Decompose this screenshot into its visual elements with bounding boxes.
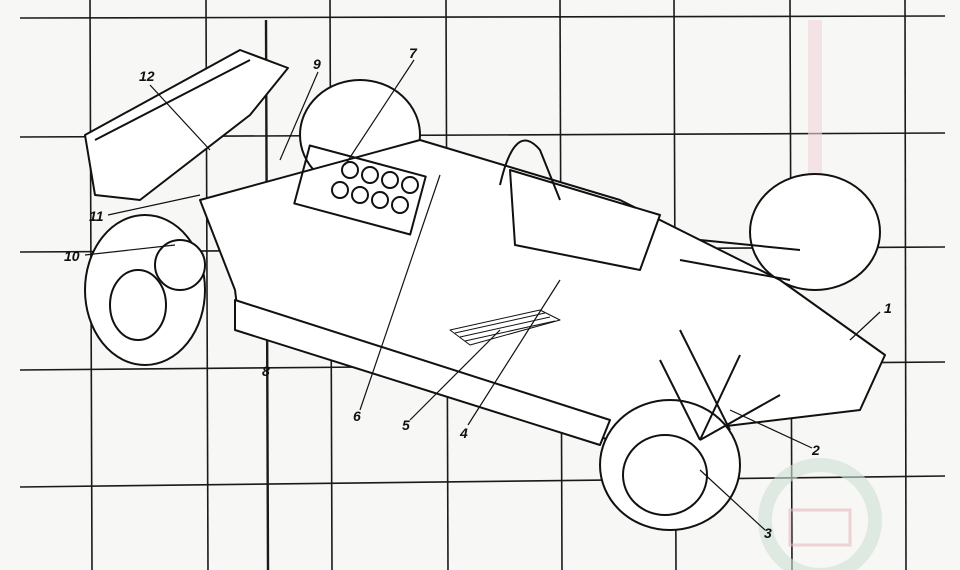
engine [293, 144, 427, 236]
callout-2: 2 [812, 442, 820, 458]
callout-10: 10 [64, 248, 80, 264]
car [84, 49, 886, 531]
roll-hoop [499, 139, 561, 201]
front-tire-right [749, 173, 881, 291]
rear-hub [154, 239, 206, 291]
floor-side [234, 299, 611, 446]
leader-lines [84, 59, 881, 531]
callout-7: 7 [409, 45, 417, 61]
callout-3: 3 [764, 525, 772, 541]
callout-4: 4 [460, 425, 468, 441]
callout-8: 8 [262, 363, 270, 379]
callout-6: 6 [353, 408, 361, 424]
bleed-through-logo [758, 20, 882, 570]
callout-5: 5 [402, 417, 410, 433]
callout-9: 9 [313, 56, 321, 72]
front-suspension [659, 239, 801, 441]
cockpit [509, 169, 661, 271]
callout-1: 1 [884, 300, 892, 316]
callout-12: 12 [139, 68, 155, 84]
callout-11: 11 [89, 208, 104, 224]
